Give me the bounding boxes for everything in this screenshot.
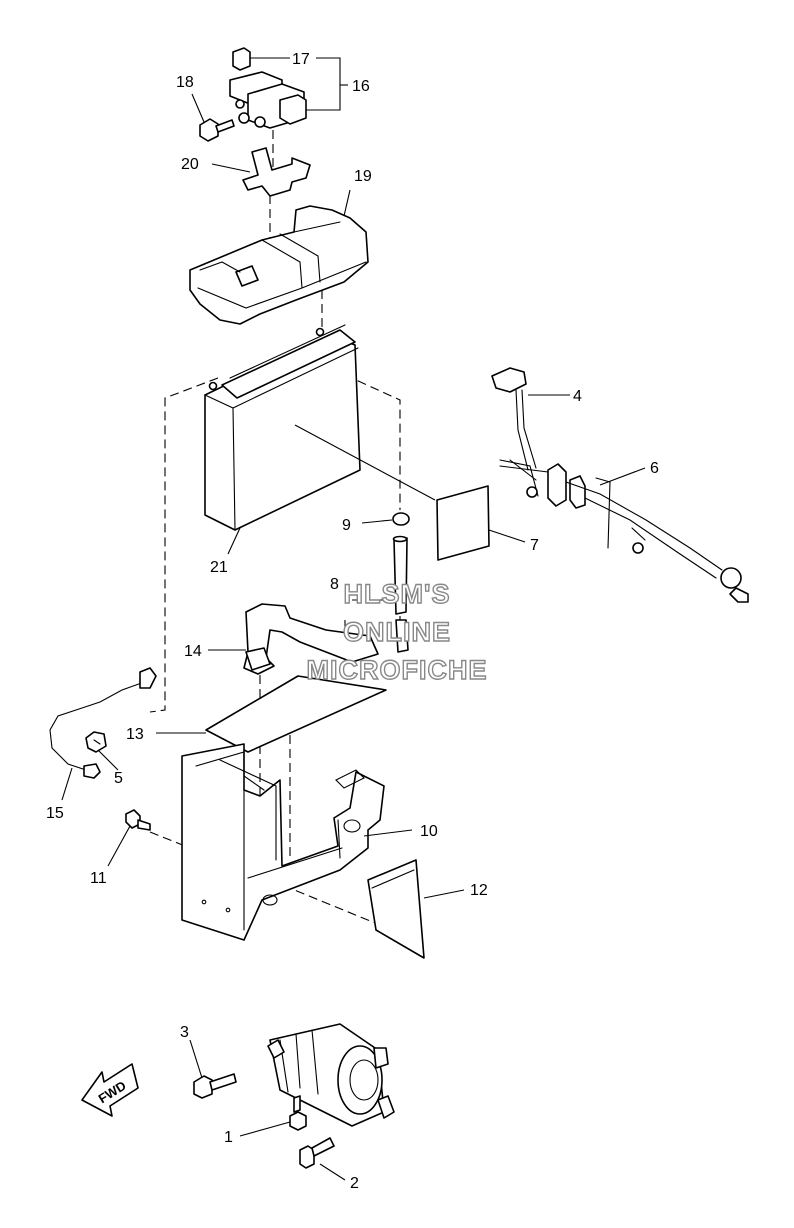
callout-17: 17 <box>292 51 310 68</box>
callout-7: 7 <box>530 537 539 554</box>
callout-18: 18 <box>176 74 194 91</box>
battery-cover-19 <box>189 205 369 325</box>
watermark-line2: ONLINE <box>343 617 451 647</box>
callout-20: 20 <box>181 156 199 173</box>
bolt-3 <box>193 1073 237 1099</box>
starter-motor <box>267 1023 395 1127</box>
bolt-2 <box>299 1137 335 1169</box>
callout-10: 10 <box>420 823 438 840</box>
relay-assembly <box>229 47 307 129</box>
callout-5: 5 <box>114 770 123 787</box>
callout-15: 15 <box>46 805 64 822</box>
clamp-9 <box>392 512 410 526</box>
bracket-20 <box>242 147 311 197</box>
callout-1: 1 <box>224 1129 233 1146</box>
positive-cable-6 <box>499 463 749 603</box>
plate-12 <box>367 859 425 959</box>
callout-2: 2 <box>350 1175 359 1192</box>
callout-8: 8 <box>330 576 339 593</box>
callout-9: 9 <box>342 517 351 534</box>
callout-12: 12 <box>470 882 488 899</box>
relay-cap <box>232 47 251 71</box>
callout-21: 21 <box>210 559 228 576</box>
bolt-18 <box>199 118 235 142</box>
nut-1 <box>289 1111 307 1131</box>
callout-14: 14 <box>184 643 202 660</box>
sheet-13 <box>205 675 387 753</box>
callout-16: 16 <box>352 78 370 95</box>
pad-7 <box>436 485 490 561</box>
terminal-5 <box>85 731 107 753</box>
leader-lines <box>61 57 646 1181</box>
forward-arrow-icon: FWD <box>81 1063 139 1117</box>
battery-band-14 <box>243 603 379 675</box>
callout-19: 19 <box>354 168 372 185</box>
negative-cable-4 <box>491 367 539 498</box>
screw-11 <box>125 809 151 831</box>
battery-case-10 <box>181 743 385 941</box>
watermark: HLSM'S ONLINE MICROFICHE <box>306 578 488 685</box>
watermark-line3: MICROFICHE <box>307 655 488 685</box>
breather-hose-8 <box>392 535 409 653</box>
callout-3: 3 <box>180 1024 189 1041</box>
callout-4: 4 <box>573 388 582 405</box>
callout-11: 11 <box>90 870 107 887</box>
battery-21 <box>204 324 436 531</box>
callout-labels: 17 16 18 20 19 4 6 7 9 8 21 14 13 5 15 1… <box>46 51 659 1192</box>
ground-lead-15 <box>49 667 157 779</box>
watermark-line1: HLSM'S <box>344 579 451 609</box>
callout-6: 6 <box>650 460 659 477</box>
callout-13: 13 <box>126 726 144 743</box>
